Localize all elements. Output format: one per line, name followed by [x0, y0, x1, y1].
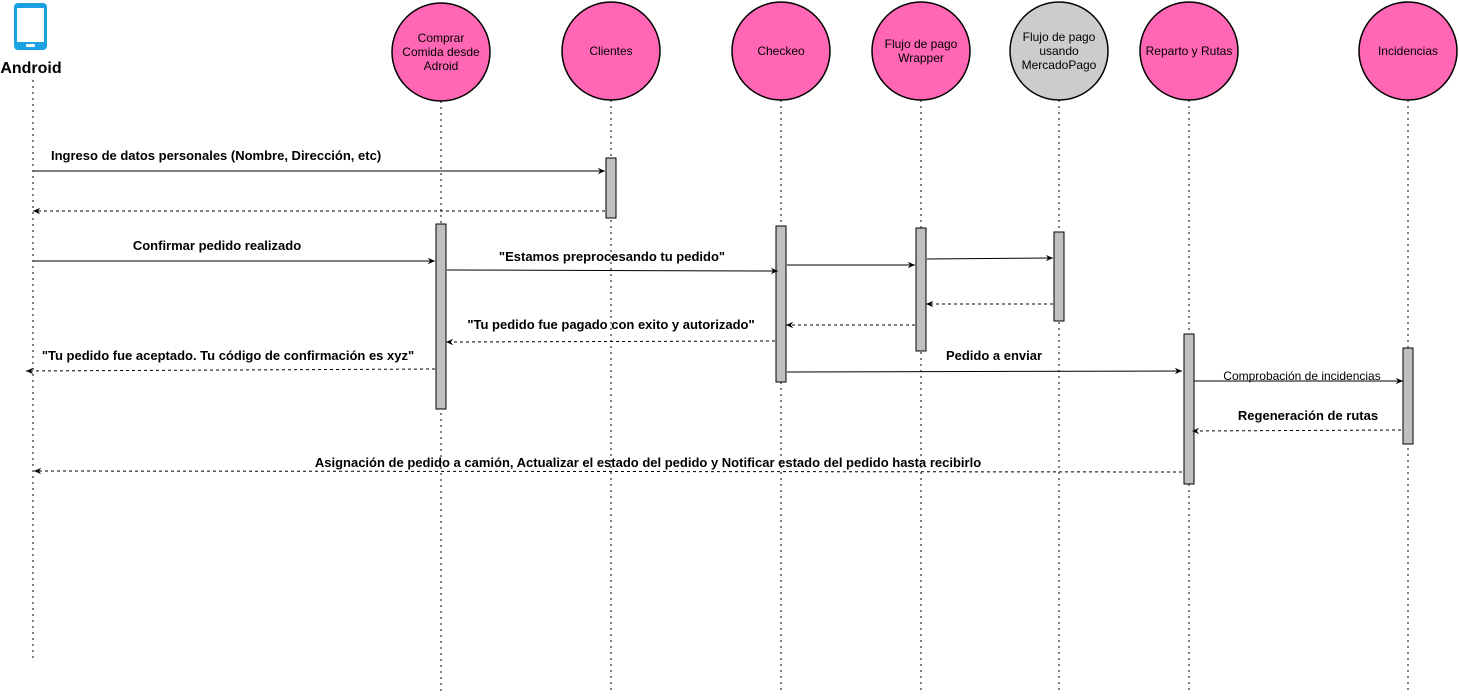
return-arrow	[33, 467, 1183, 475]
message-label: "Tu pedido fue pagado con exito y autori…	[467, 317, 754, 332]
message-4: "Estamos preprocesando tu pedido"	[446, 249, 779, 275]
participant-label: Incidencias	[1378, 44, 1438, 58]
participant-label: Clientes	[589, 44, 632, 58]
message-9	[445, 338, 776, 346]
participant-label: usando	[1039, 44, 1079, 58]
participant-circle	[391, 2, 491, 102]
activation-bar	[1183, 333, 1195, 485]
participant-label: Checkeo	[757, 44, 805, 58]
message-10: "Tu pedido fue aceptado. Tu código de co…	[25, 348, 436, 375]
participant-label: Wrapper	[898, 51, 944, 65]
participant-circle	[561, 1, 661, 101]
activation-bar	[605, 157, 617, 219]
participant-label: Comprar	[418, 31, 465, 45]
participant-checkeo: Checkeo	[731, 1, 831, 692]
message-label: Asignación de pedido a camión, Actualiza…	[315, 455, 981, 470]
participant-circle	[731, 1, 831, 101]
message-label: Confirmar pedido realizado	[133, 238, 301, 253]
messages: Ingreso de datos personales (Nombre, Dir…	[25, 148, 1403, 475]
call-arrow	[786, 367, 1183, 375]
participant-label: Reparto y Rutas	[1146, 44, 1233, 58]
message-label: Ingreso de datos personales (Nombre, Dir…	[51, 148, 381, 163]
message-12: Comprobación de incidencias	[1194, 369, 1403, 385]
smartphone-icon	[14, 3, 47, 50]
activation-bar	[1053, 231, 1065, 322]
participant-circle	[871, 1, 971, 101]
message-3: Confirmar pedido realizado	[33, 238, 435, 265]
message-1: Ingreso de datos personales (Nombre, Dir…	[33, 148, 605, 175]
message-label: Regeneración de rutas	[1238, 408, 1378, 423]
activation-bar	[1402, 347, 1414, 445]
participant-label: Flujo de pago	[1023, 30, 1096, 44]
message-label: Pedido a enviar	[946, 348, 1042, 363]
participant-circle	[1139, 1, 1239, 101]
message-11: Pedido a enviar	[786, 348, 1183, 375]
message-label: Comprobación de incidencias	[1223, 369, 1380, 383]
message-13: Regeneración de rutas	[1191, 408, 1402, 435]
participant-incidencias: Incidencias	[1358, 1, 1458, 692]
return-arrow	[25, 367, 436, 375]
message-14: Asignación de pedido a camión, Actualiza…	[33, 455, 1183, 475]
participant-label: Flujo de pago	[885, 37, 958, 51]
participant-label: Adroid	[424, 59, 459, 73]
message-8: "Tu pedido fue pagado con exito y autori…	[467, 317, 915, 332]
activation-bar	[435, 223, 447, 410]
participant-circle	[1009, 1, 1109, 101]
activation-bar	[775, 225, 787, 383]
actor-label: Android	[0, 60, 61, 77]
return-arrow	[445, 338, 776, 346]
message-label: "Tu pedido fue aceptado. Tu código de co…	[42, 348, 414, 363]
call-arrow	[446, 267, 779, 275]
message-6	[926, 254, 1054, 262]
message-label: "Estamos preprocesando tu pedido"	[499, 249, 725, 264]
activation-bars	[435, 157, 1414, 485]
participant-clientes: Clientes	[561, 1, 661, 692]
call-arrow	[926, 254, 1054, 262]
participant-label: MercadoPago	[1022, 58, 1097, 72]
activation-bar	[915, 227, 927, 352]
return-arrow	[1191, 427, 1402, 435]
participant-circle	[1358, 1, 1458, 101]
participant-label: Comida desde	[402, 45, 480, 59]
actor-android: Android	[0, 3, 62, 662]
